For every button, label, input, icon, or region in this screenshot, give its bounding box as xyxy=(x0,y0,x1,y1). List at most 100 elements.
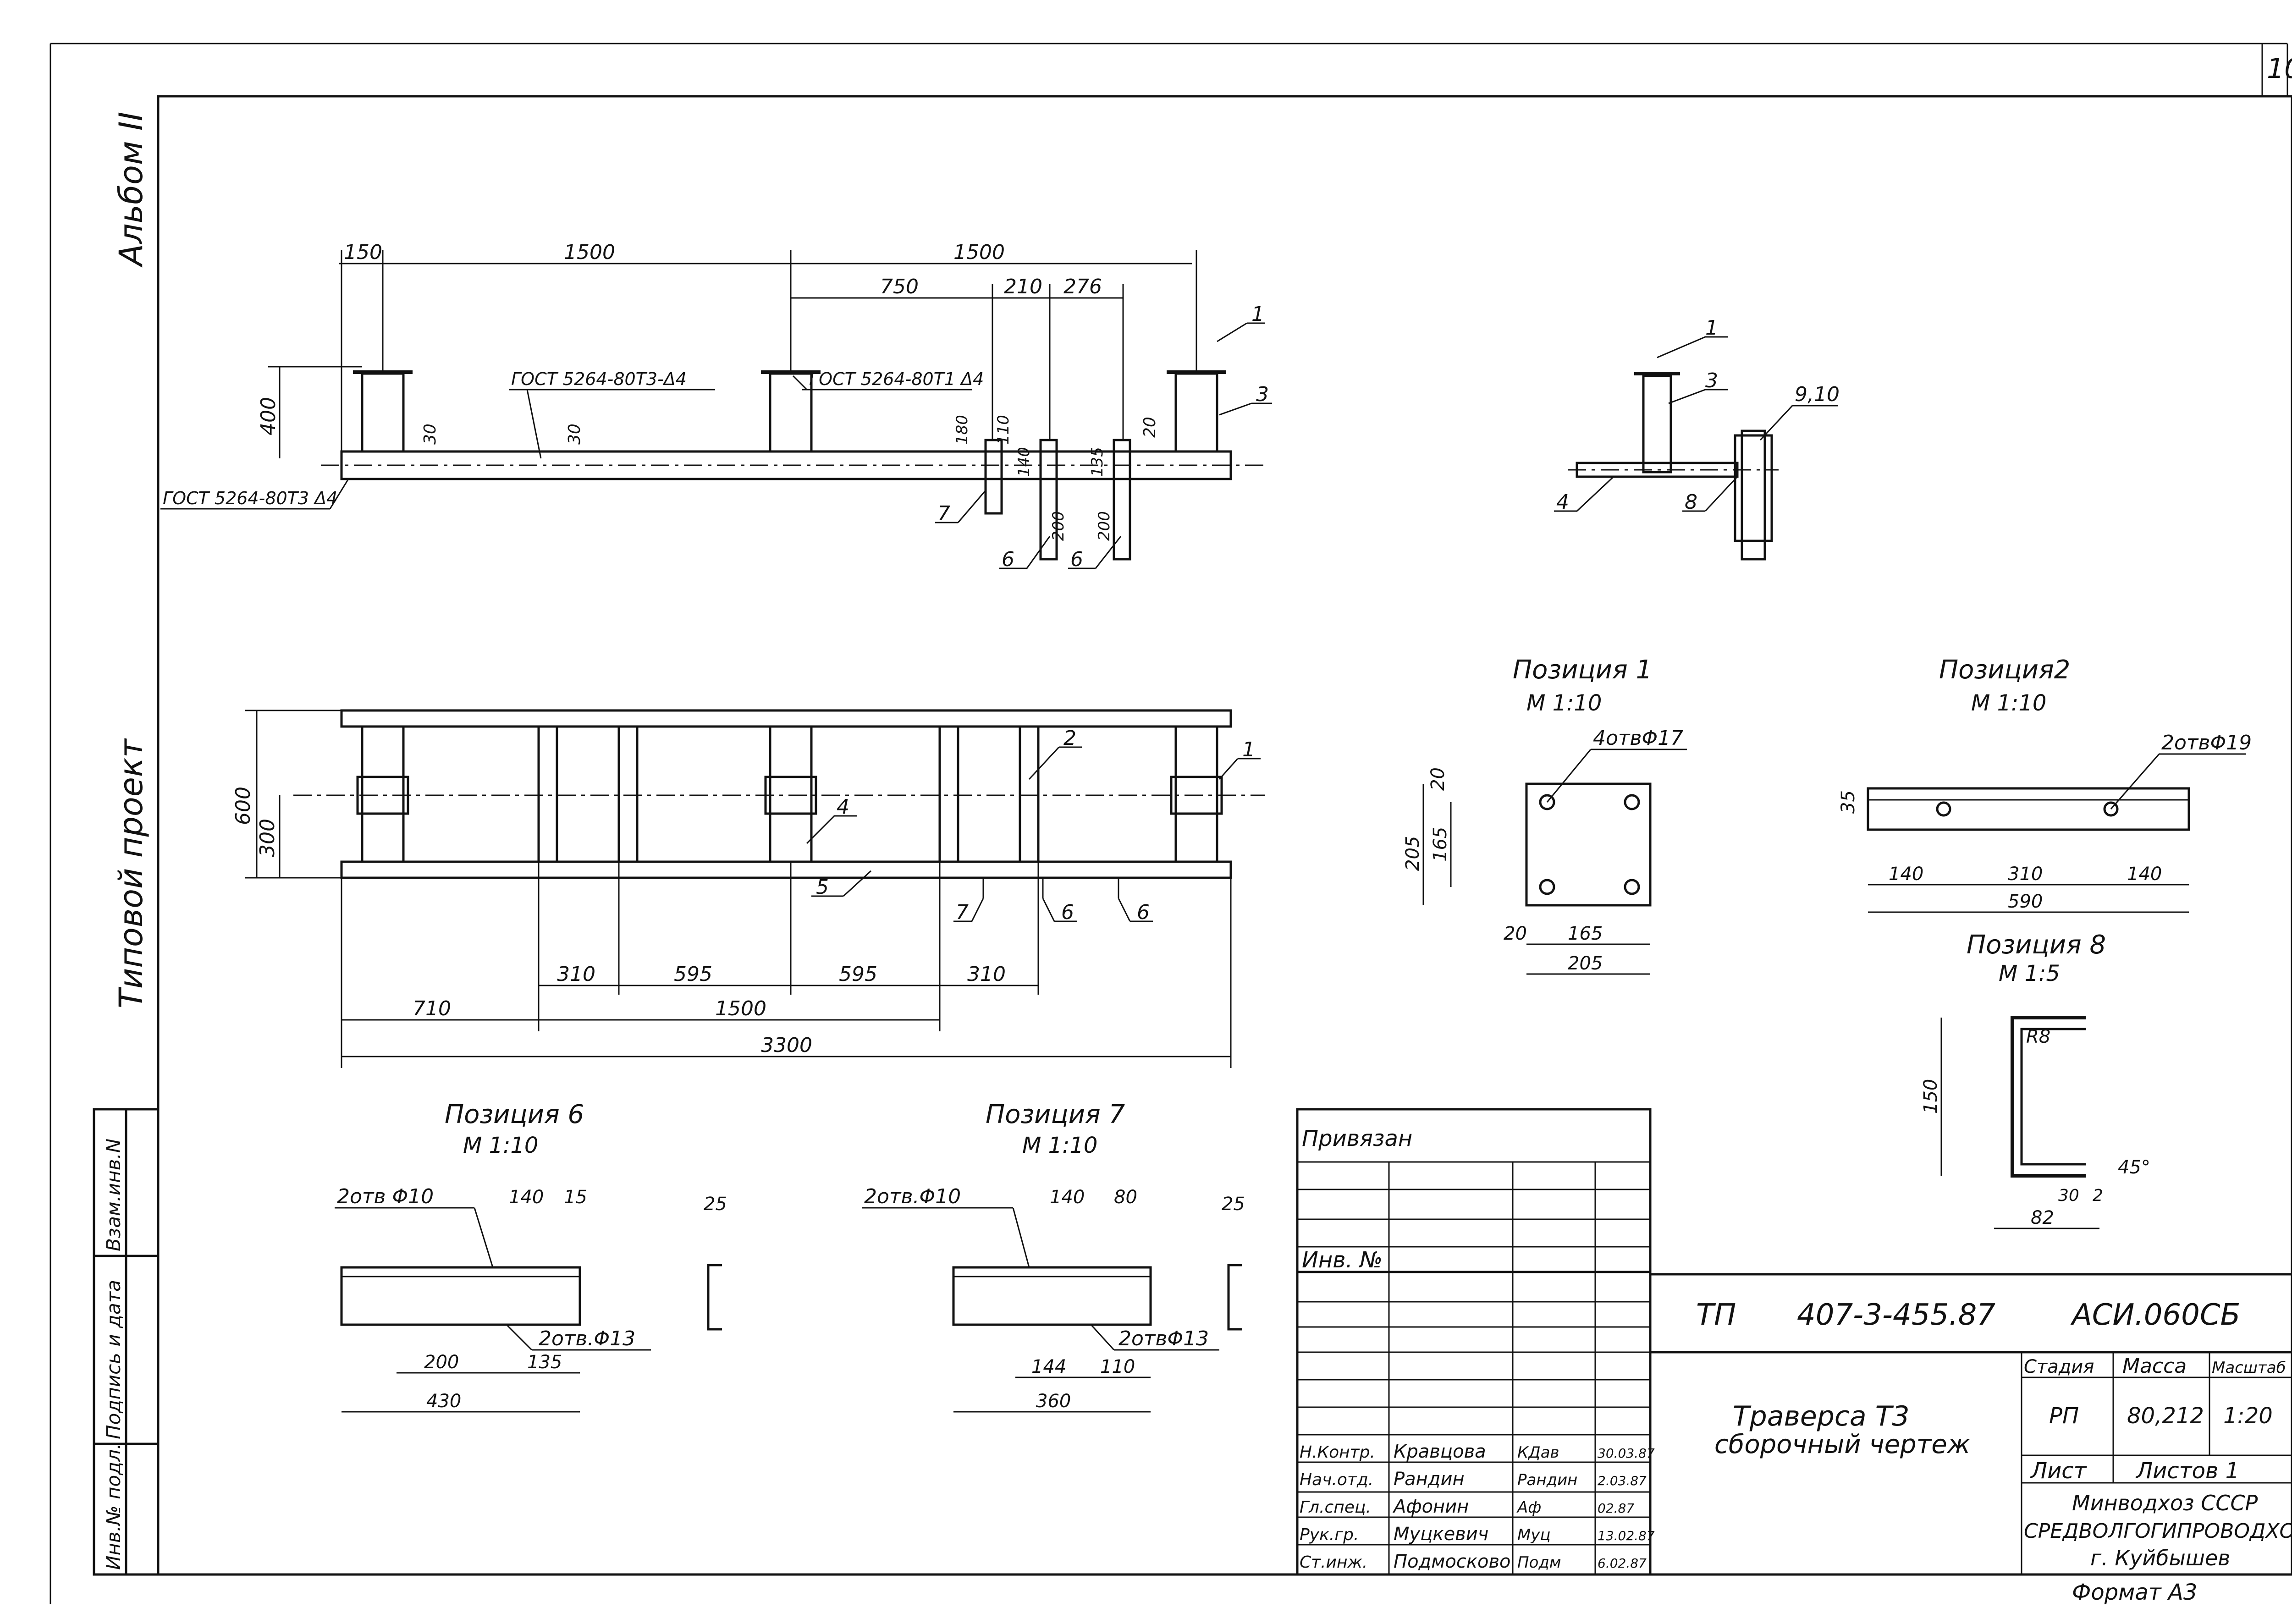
pos8-width: 82 xyxy=(2031,1207,2054,1228)
tb-scale-h: Масштаб xyxy=(2212,1359,2286,1377)
plan-dim-310a: 310 xyxy=(557,963,595,986)
side-box-inventory: Инв.№ подл. xyxy=(102,1443,125,1570)
pos1-dim-h-205: 205 xyxy=(1568,953,1603,974)
elev-small-200b: 200 xyxy=(1095,511,1113,541)
pos7-dim-80: 80 xyxy=(1114,1187,1137,1208)
signer-sign: Рандин xyxy=(1517,1471,1577,1489)
elev-callout-6b: 6 xyxy=(1070,548,1083,571)
pos2-holes: 2отвΦ19 xyxy=(2161,731,2252,754)
pos2-dim-140b: 140 xyxy=(2127,864,2162,885)
elev-dim-750: 750 xyxy=(880,275,919,298)
pos7-total: 360 xyxy=(1036,1391,1071,1412)
pos1-dim-v-205: 205 xyxy=(1402,836,1423,871)
plan-callout-6b: 6 xyxy=(1137,901,1150,924)
pos1-scale: М 1:10 xyxy=(1526,690,1602,716)
tb-org-3: г. Куйбышев xyxy=(2090,1546,2230,1570)
signer-name: Подмосково xyxy=(1394,1551,1511,1572)
pos1-holes: 4отвΦ17 xyxy=(1593,727,1683,750)
elev-callout-3: 3 xyxy=(1256,383,1269,406)
elev-small-180: 180 xyxy=(953,415,971,445)
elev-dim-400: 400 xyxy=(257,397,280,435)
side-callout-1: 1 xyxy=(1705,316,1718,340)
tb-name-2: сборочный чертеж xyxy=(1714,1430,1970,1459)
pos7-holes-bot: 2отвΦ13 xyxy=(1118,1327,1209,1350)
sheet-frame: 10 xyxy=(50,43,2292,1604)
signer-role: Нач.отд. xyxy=(1300,1470,1373,1489)
signer-name: Афонин xyxy=(1392,1496,1469,1517)
plan-callout-4: 4 xyxy=(837,795,849,819)
tb-org-1: Минводхоз СССР xyxy=(2072,1491,2258,1515)
pos7-holes-top: 2отв.Φ10 xyxy=(864,1185,961,1208)
inv-no-label: Инв. № xyxy=(1302,1247,1383,1273)
pos2-dim-v: 35 xyxy=(1838,790,1859,814)
elev-small-30b: 30 xyxy=(565,424,584,445)
pos8-title: Позиция 8 xyxy=(1967,930,2106,960)
pos8-small-30: 30 xyxy=(2058,1186,2079,1205)
plan-dim-595a: 595 xyxy=(674,963,712,986)
pos8-angle: 45° xyxy=(2118,1157,2150,1178)
pos6-dim-200: 200 xyxy=(424,1352,459,1373)
elev-dim-210: 210 xyxy=(1004,275,1042,298)
left-strip: Альбом II Типовой проект Взам.инв.N Подп… xyxy=(93,112,160,1576)
elev-small-140: 140 xyxy=(1015,447,1033,477)
pos7-dim-144: 144 xyxy=(1031,1356,1066,1377)
signer-sign: Аф xyxy=(1516,1498,1541,1517)
tb-mass-h: Масса xyxy=(2122,1354,2187,1378)
plan-dim-595b: 595 xyxy=(839,963,877,986)
side-callout-4: 4 xyxy=(1556,490,1569,514)
position-6-detail: Позиция 6 М 1:10 2отв Φ10 140 15 2отв.Φ1… xyxy=(335,1100,727,1413)
tb-stage-h: Стадия xyxy=(2024,1356,2094,1377)
pos2-total: 590 xyxy=(2008,891,2043,912)
plan-view: 600 300 310 595 595 310 710 1500 3300 1 … xyxy=(231,709,1265,1068)
pos1-dim-h-20: 20 xyxy=(1504,923,1527,944)
album-label: Альбом II xyxy=(112,112,150,268)
plan-callout-5: 5 xyxy=(816,875,829,899)
signer-name: Рандин xyxy=(1394,1469,1465,1490)
signer-role: Ст.инж. xyxy=(1300,1553,1367,1572)
pos6-dim-15: 15 xyxy=(564,1187,587,1208)
plan-callout-1: 1 xyxy=(1242,738,1255,761)
pos7-section-dim: 25 xyxy=(1222,1194,1245,1215)
side-box-replace: Взам.инв.N xyxy=(102,1139,125,1251)
tb-format: Формат А3 xyxy=(2072,1580,2197,1605)
signer-name: Муцкевич xyxy=(1394,1524,1488,1545)
plan-callout-7: 7 xyxy=(956,901,969,924)
elev-callout-7: 7 xyxy=(937,502,950,525)
signature-row-2: Гл.спец. Афонин Аф 02.87 xyxy=(1300,1496,1634,1517)
position-2-detail: Позиция2 М 1:10 2отвΦ19 35 140 310 140 5… xyxy=(1838,655,2252,913)
elev-callout-6a: 6 xyxy=(1002,548,1014,571)
elev-small-20: 20 xyxy=(1140,417,1159,438)
tb-scale: 1:20 xyxy=(2223,1403,2273,1429)
pos6-scale: М 1:10 xyxy=(463,1133,538,1158)
side-callout-9-10: 9,10 xyxy=(1795,383,1840,406)
tb-project: ТП xyxy=(1696,1298,1736,1332)
pos8-height: 150 xyxy=(1920,1079,1941,1114)
pos2-scale: М 1:10 xyxy=(1971,690,2046,716)
signer-role: Рук.гр. xyxy=(1300,1525,1359,1544)
pos8-scale: М 1:5 xyxy=(1999,961,2060,986)
standard-project-label: Типовой проект xyxy=(112,738,150,1008)
elev-dim-276: 276 xyxy=(1063,275,1102,298)
signature-row-0: Н.Контр. Кравцова КДав 30.03.87 xyxy=(1300,1441,1655,1462)
signature-row-3: Рук.гр. Муцкевич Муц 13.02.87 xyxy=(1300,1524,1655,1545)
weld-label-1: ГОСТ 5264-80Т3-Δ4 xyxy=(511,369,687,389)
signer-name: Кравцова xyxy=(1394,1441,1486,1462)
tb-mass: 80,212 xyxy=(2127,1403,2204,1429)
side-callout-3: 3 xyxy=(1705,369,1718,392)
pos2-dim-140a: 140 xyxy=(1889,864,1923,885)
signer-date: 6.02.87 xyxy=(1598,1556,1647,1571)
position-8-detail: Позиция 8 М 1:5 R8 150 45° 30 2 82 xyxy=(1920,930,2150,1229)
pos6-holes-bot: 2отв.Φ13 xyxy=(539,1327,635,1350)
signer-date: 02.87 xyxy=(1598,1501,1634,1516)
elev-dim-150: 150 xyxy=(344,241,382,264)
signer-role: Гл.спец. xyxy=(1300,1498,1371,1517)
plan-dim-710: 710 xyxy=(413,997,451,1020)
pos1-dim-h-165: 165 xyxy=(1568,923,1603,944)
side-box-signature: Подпись и дата xyxy=(102,1280,125,1439)
elev-callout-1: 1 xyxy=(1251,303,1264,326)
pos6-holes-top: 2отв Φ10 xyxy=(337,1185,434,1208)
pos7-dim-140: 140 xyxy=(1050,1187,1085,1208)
plan-dim-1500: 1500 xyxy=(715,997,766,1020)
tb-code: АСИ.060СБ xyxy=(2070,1298,2240,1332)
elev-dim-1500b: 1500 xyxy=(953,241,1005,264)
